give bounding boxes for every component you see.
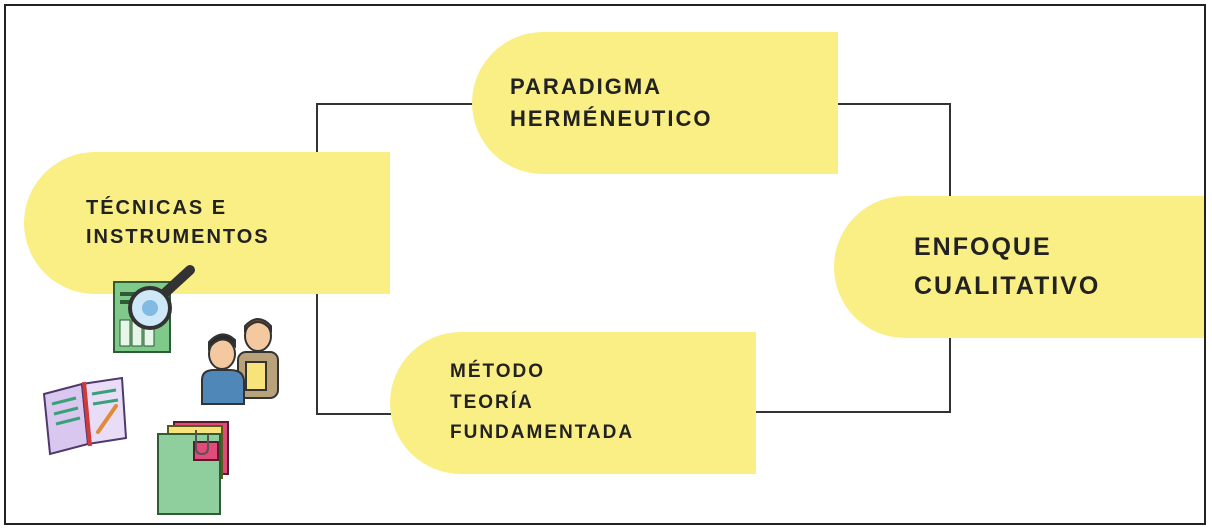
node-label-line: CUALITATIVO bbox=[914, 272, 1101, 300]
diagram-frame: PARADIGMA HERMÉNEUTICO TÉCNICAS E INSTRU… bbox=[4, 4, 1206, 525]
node-label-line: TÉCNICAS E bbox=[86, 197, 228, 219]
node-label-line: INSTRUMENTOS bbox=[86, 226, 270, 248]
magnifier-document-icon bbox=[113, 265, 195, 353]
node-label-line: FUNDAMENTADA bbox=[450, 422, 635, 444]
node-tecnicas-instrumentos: TÉCNICAS E INSTRUMENTOS bbox=[24, 152, 390, 294]
notebook-icon bbox=[42, 376, 128, 456]
node-paradigma-hermeneutico: PARADIGMA HERMÉNEUTICO bbox=[472, 32, 838, 174]
interview-people-icon bbox=[201, 318, 279, 405]
folder-notes-icon bbox=[157, 421, 229, 515]
node-label-line: MÉTODO bbox=[450, 361, 546, 383]
node-label-line: HERMÉNEUTICO bbox=[510, 106, 713, 131]
node-label-line: TEORÍA bbox=[450, 391, 534, 413]
node-metodo-teoria-fundamentada: MÉTODO TEORÍA FUNDAMENTADA bbox=[390, 332, 756, 474]
node-label-line: ENFOQUE bbox=[914, 233, 1052, 262]
node-label-line: PARADIGMA bbox=[510, 74, 663, 100]
node-enfoque-cualitativo: ENFOQUE CUALITATIVO bbox=[834, 196, 1204, 338]
